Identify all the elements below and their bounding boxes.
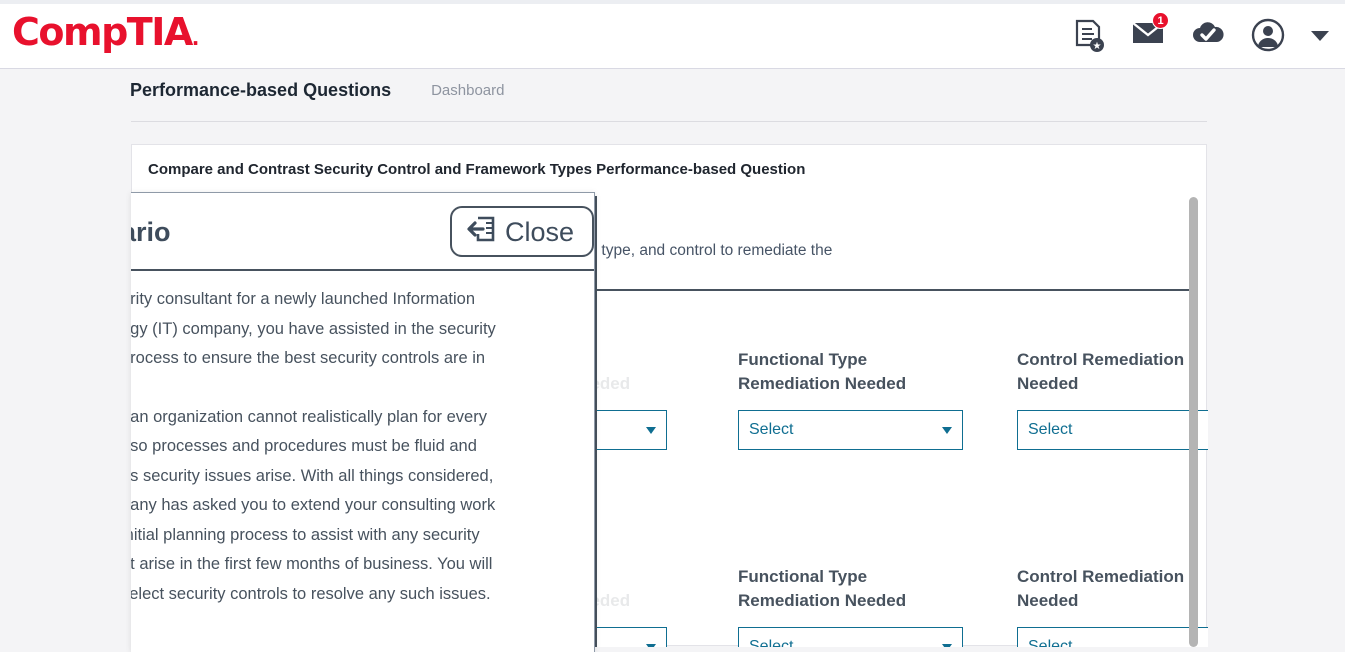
scrollbar-track[interactable] bbox=[1189, 197, 1198, 647]
exit-arrow-icon bbox=[466, 215, 496, 248]
select-value: Select bbox=[749, 421, 794, 438]
overlay-paragraph-line: , an organization cannot realistically p… bbox=[131, 407, 487, 426]
overlay-paragraph-line: as security issues arise. With all thing… bbox=[131, 466, 494, 485]
select-functional-type-1[interactable]: Select bbox=[738, 410, 963, 450]
chevron-down-icon bbox=[942, 426, 952, 434]
column-label: Functional Type Remediation Needed bbox=[738, 567, 907, 610]
svg-text:★: ★ bbox=[1093, 41, 1102, 52]
user-avatar-icon[interactable] bbox=[1251, 18, 1285, 54]
column-control-2: Control Remediation Needed Select bbox=[1017, 565, 1208, 647]
close-button[interactable]: Close bbox=[449, 206, 594, 257]
chevron-down-icon bbox=[942, 643, 952, 647]
select-functional-type-2[interactable]: Select bbox=[738, 627, 963, 647]
select-control-1[interactable]: Select bbox=[1017, 410, 1208, 450]
column-label: Functional Type Remediation Needed bbox=[738, 350, 907, 393]
cloud-check-icon[interactable] bbox=[1191, 18, 1225, 54]
document-star-icon[interactable]: ★ bbox=[1071, 18, 1105, 54]
overlay-body: urity consultant for a newly launched In… bbox=[131, 271, 594, 609]
comptia-logo-text: CompTIA bbox=[12, 10, 193, 54]
column-control-1: Control Remediation Needed Select bbox=[1017, 348, 1208, 450]
chevron-down-icon[interactable] bbox=[1311, 31, 1329, 41]
chevron-down-icon bbox=[646, 643, 656, 647]
select-value: Select bbox=[749, 638, 794, 647]
column-functional-type-1: Functional Type Remediation Needed Selec… bbox=[738, 348, 963, 450]
overlay-paragraph-line: select security controls to resolve any … bbox=[131, 584, 491, 603]
select-control-2[interactable]: Select bbox=[1017, 627, 1208, 647]
scenario-overlay-panel: ario Close urity consultant for a newly … bbox=[131, 192, 595, 652]
overlay-paragraph-line: urity consultant for a newly launched In… bbox=[131, 290, 476, 308]
column-label: Control Remediation Needed bbox=[1017, 350, 1185, 393]
header-icon-group: ★ 1 bbox=[1071, 12, 1329, 54]
overlay-paragraph-line: initial planning process to assist with … bbox=[131, 525, 480, 544]
comptia-logo-dot: . bbox=[191, 26, 200, 50]
overlay-header: ario Close bbox=[131, 193, 594, 271]
overlay-paragraph-line: process to ensure the best security cont… bbox=[131, 349, 486, 367]
column-divider bbox=[595, 196, 597, 647]
chevron-down-icon bbox=[646, 426, 656, 434]
overlay-title: ario bbox=[131, 217, 171, 247]
envelope-icon[interactable]: 1 bbox=[1131, 12, 1169, 54]
column-functional-type-2: Functional Type Remediation Needed Selec… bbox=[738, 565, 963, 647]
question-card-title: Compare and Contrast Security Control an… bbox=[148, 161, 806, 178]
comptia-logo[interactable]: CompTIA. bbox=[12, 10, 200, 54]
page-header: Performance-based Questions Dashboard bbox=[130, 80, 1207, 122]
overlay-paragraph-line: pany has asked you to extend your consul… bbox=[131, 496, 496, 514]
overlay-paragraph-gap bbox=[131, 374, 594, 403]
breadcrumb-dashboard[interactable]: Dashboard bbox=[431, 82, 505, 99]
select-value: Select bbox=[1028, 421, 1073, 438]
column-label: Control Remediation Needed bbox=[1017, 567, 1185, 610]
top-header-bar: CompTIA. ★ 1 bbox=[0, 0, 1345, 69]
select-value: Select bbox=[1028, 638, 1073, 647]
overlay-paragraph-line: ogy (IT) company, you have assisted in t… bbox=[131, 319, 496, 338]
message-count-badge: 1 bbox=[1152, 12, 1169, 29]
overlay-paragraph-line: , so processes and procedures must be fl… bbox=[131, 437, 477, 455]
scrollbar-thumb[interactable] bbox=[1189, 197, 1198, 647]
close-button-label: Close bbox=[504, 216, 574, 247]
page-title: Performance-based Questions bbox=[130, 80, 392, 100]
overlay-paragraph-line: at arise in the first few months of busi… bbox=[131, 555, 493, 573]
